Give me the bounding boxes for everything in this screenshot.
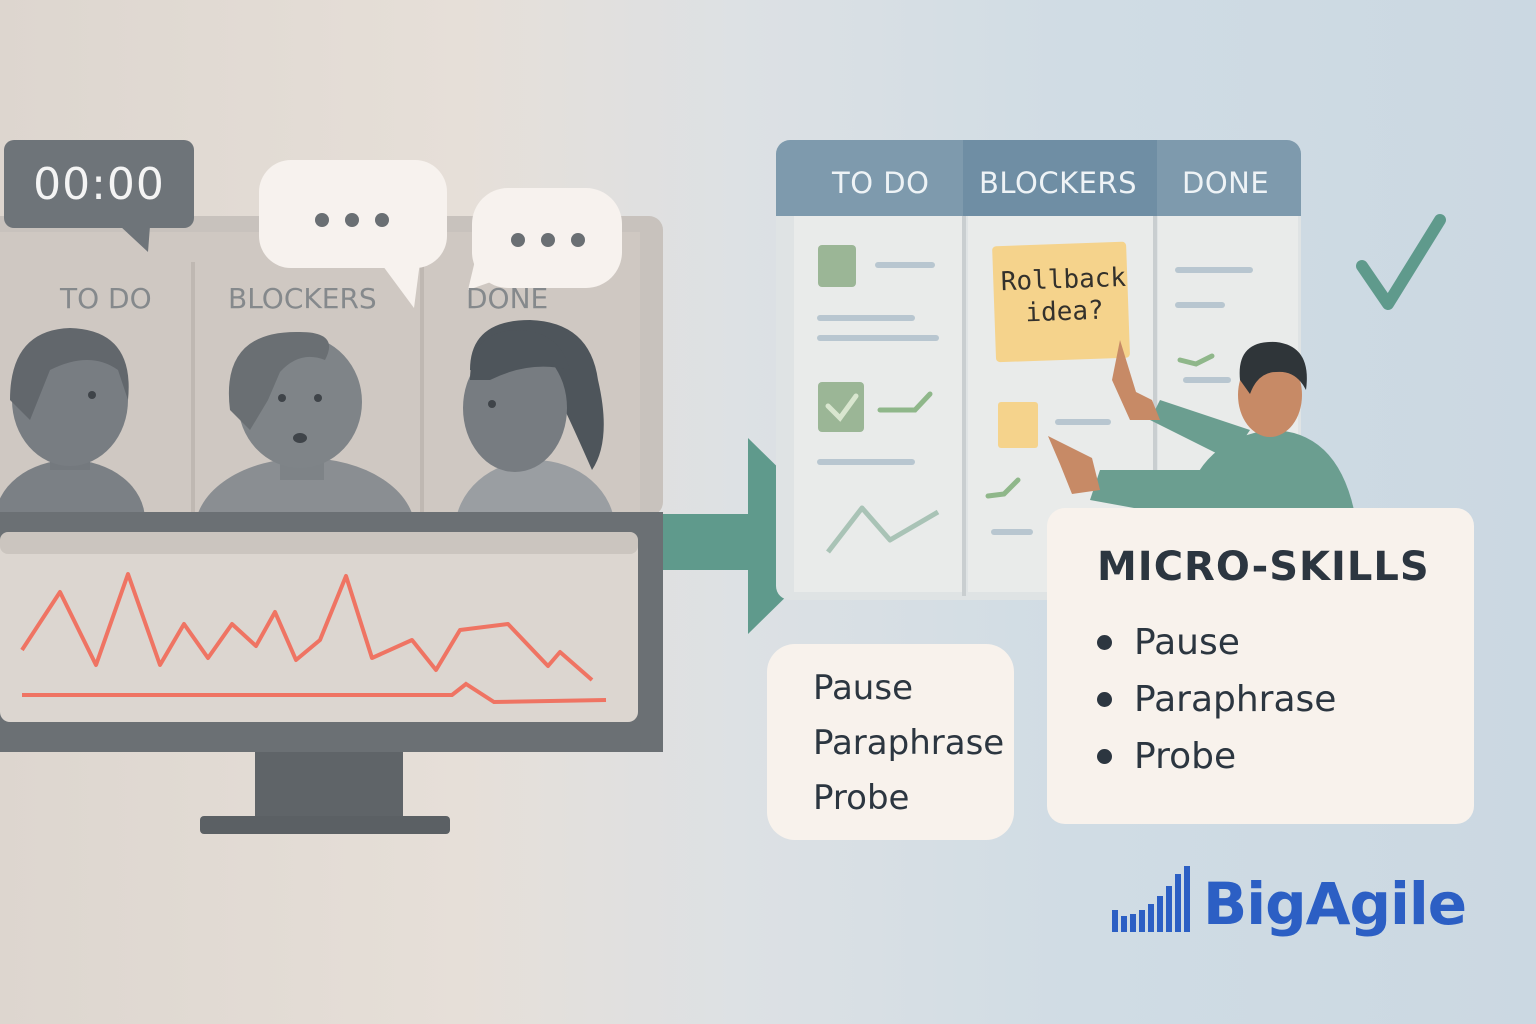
speech-bubble-icon xyxy=(468,188,622,290)
board-header xyxy=(776,140,1301,216)
stress-wave-line xyxy=(20,572,594,682)
sticky-note-line: idea? xyxy=(1024,295,1105,329)
left-column-blockers: BLOCKERS xyxy=(228,282,377,315)
small-card-line-paraphrase: Paraphrase xyxy=(813,723,1005,763)
bullet-icon xyxy=(1097,635,1112,650)
bar-chart-logo-icon xyxy=(1112,866,1190,932)
presenter-figure xyxy=(1048,340,1356,530)
skills-small-card: Pause Paraphrase Probe xyxy=(767,644,1014,840)
left-column-todo: TO DO xyxy=(60,282,152,315)
bullet-icon xyxy=(1097,692,1112,707)
micro-skills-title: MICRO-SKILLS xyxy=(1097,544,1430,590)
micro-skills-item-label: Probe xyxy=(1134,736,1237,777)
sticky-note-text: Rollback idea? xyxy=(997,262,1131,331)
bigagile-logo: BigAgile xyxy=(1203,870,1467,938)
micro-skills-card: MICRO-SKILLS Pause Paraphrase Probe xyxy=(1047,508,1474,824)
micro-skills-item: Pause xyxy=(1097,622,1240,663)
board-column-done: DONE xyxy=(1182,166,1270,200)
sticky-note-line: Rollback xyxy=(1000,262,1127,298)
speech-bubble-icon xyxy=(259,160,447,308)
micro-skills-item: Paraphrase xyxy=(1097,679,1336,720)
board-column-blockers: BLOCKERS xyxy=(979,166,1137,200)
micro-skills-item-label: Paraphrase xyxy=(1134,679,1337,720)
meeting-timer: 00:00 xyxy=(4,140,194,228)
small-card-line-probe: Probe xyxy=(813,778,910,818)
sticky-note xyxy=(992,241,1130,363)
board-column-todo: TO DO xyxy=(832,166,930,200)
bullet-icon xyxy=(1097,749,1112,764)
micro-skills-item-label: Pause xyxy=(1134,622,1240,663)
left-column-done: DONE xyxy=(466,282,549,315)
check-icon xyxy=(1356,214,1446,310)
micro-skills-item: Probe xyxy=(1097,736,1236,777)
check-icon xyxy=(825,393,859,422)
small-card-line-pause: Pause xyxy=(813,668,913,708)
